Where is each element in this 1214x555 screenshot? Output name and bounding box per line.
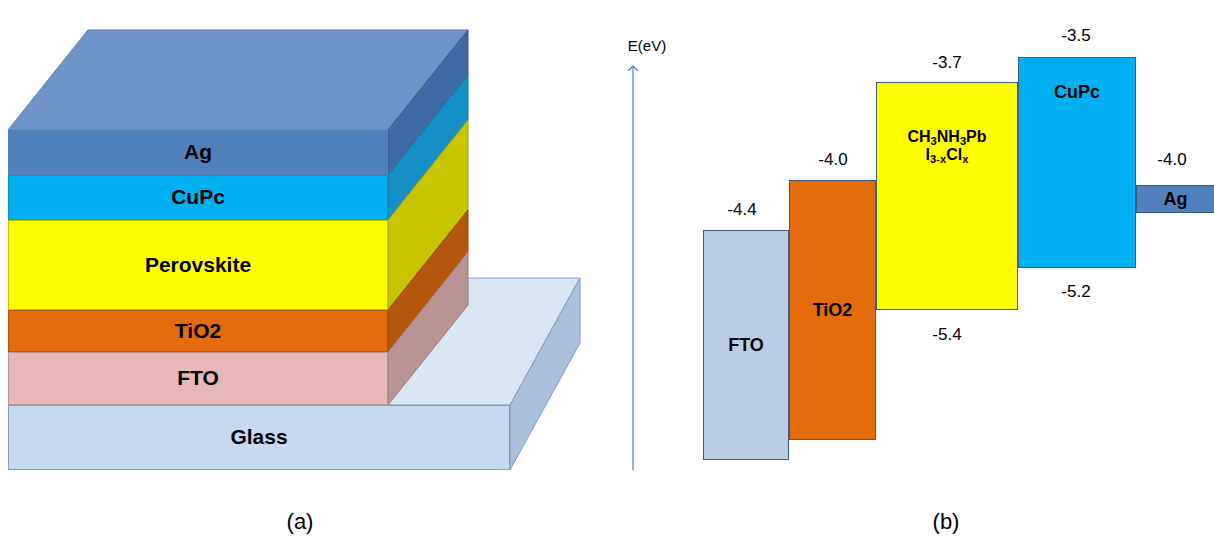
glass-substrate: Glass — [8, 405, 510, 470]
layer-name: CuPc — [1054, 82, 1100, 103]
axis-label: E(eV) — [628, 37, 666, 54]
layer-name: CuPc — [171, 185, 225, 209]
energy-value: -3.5 — [1061, 26, 1090, 46]
layer-name: FTO — [177, 366, 219, 390]
fto-side-face — [388, 252, 468, 405]
tio2-layer: TiO2 — [8, 310, 388, 352]
energy-axis — [632, 66, 633, 470]
energy-value: -4.4 — [727, 200, 756, 220]
energy-value: -4.0 — [1157, 150, 1186, 170]
tio2-band: TiO2 — [789, 180, 876, 440]
energy-value: -3.7 — [932, 53, 961, 73]
energy-value: -5.2 — [1061, 282, 1090, 302]
layer-name: TiO2 — [175, 319, 221, 343]
ag-layer: Ag — [8, 130, 388, 175]
energy-value: -4.0 — [818, 150, 847, 170]
energy-value: -5.4 — [932, 325, 961, 345]
panel-label: (b) — [933, 509, 960, 535]
layer-name: Ag — [184, 140, 212, 164]
layer-name: CH3NH3PbI3-xClx — [907, 128, 986, 165]
panel-label: (a) — [287, 509, 314, 535]
cupc-layer: CuPc — [8, 175, 388, 220]
ag-top-face — [8, 30, 468, 130]
layer-name: Ag — [1164, 189, 1188, 210]
layer-name: Perovskite — [145, 253, 251, 277]
perovskite-band: CH3NH3PbI3-xClx — [876, 82, 1018, 310]
perovskite-layer: Perovskite — [8, 220, 388, 310]
fto-band: FTO — [703, 230, 789, 460]
cupc-band: CuPc — [1018, 57, 1136, 268]
layer-name: Glass — [230, 425, 287, 449]
layer-name: TiO2 — [813, 300, 853, 321]
glass-side-face — [510, 278, 580, 470]
fto-layer: FTO — [8, 352, 388, 405]
layer-name: FTO — [728, 335, 764, 356]
ag-work-function: Ag — [1136, 185, 1214, 213]
